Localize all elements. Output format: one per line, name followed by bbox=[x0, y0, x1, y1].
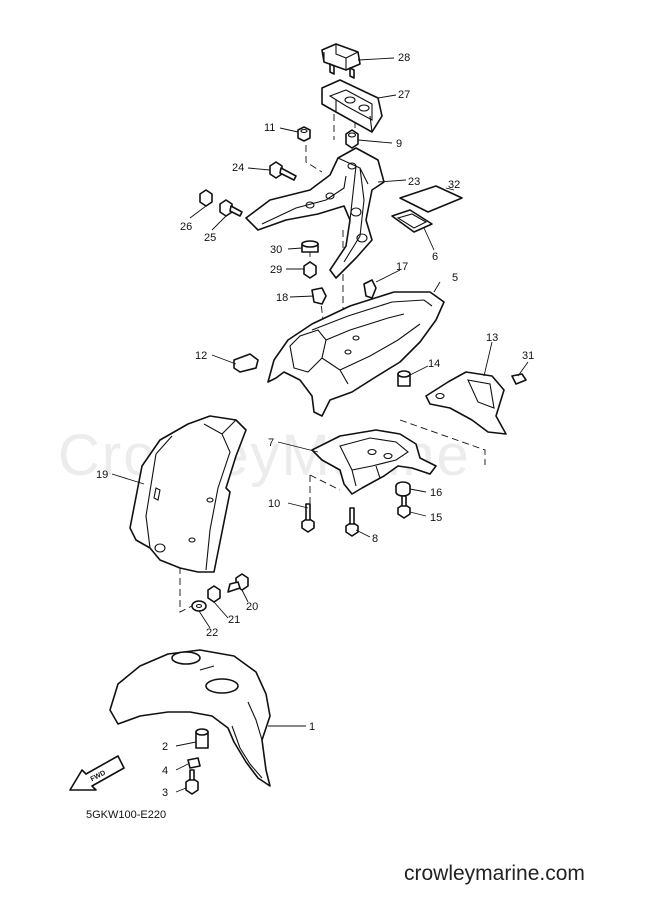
part-25-bolt bbox=[219, 199, 243, 217]
part-28-bracket bbox=[321, 43, 361, 79]
part-2-collar bbox=[195, 728, 209, 749]
callout-21: 21 bbox=[228, 614, 240, 626]
callout-14: 14 bbox=[428, 358, 440, 370]
callout-8: 8 bbox=[372, 533, 378, 545]
part-29-nut bbox=[303, 261, 317, 279]
part-21-nut bbox=[207, 585, 221, 603]
part-20-bolt bbox=[227, 573, 249, 593]
callout-15: 15 bbox=[430, 512, 442, 524]
part-9-nut bbox=[345, 129, 359, 149]
callout-29: 29 bbox=[270, 264, 282, 276]
callout-2: 2 bbox=[162, 741, 168, 753]
part-27-handle-cap bbox=[321, 79, 383, 133]
callout-24: 24 bbox=[232, 162, 244, 174]
part-16-collar bbox=[395, 481, 411, 497]
callout-1: 1 bbox=[309, 721, 315, 733]
part-7-fender-bracket bbox=[311, 429, 437, 495]
callout-9: 9 bbox=[396, 138, 402, 150]
callout-10: 10 bbox=[268, 498, 280, 510]
callout-11: 11 bbox=[264, 122, 275, 134]
part-15-bolt bbox=[397, 495, 411, 519]
callout-3: 3 bbox=[162, 787, 168, 799]
callout-31: 31 bbox=[522, 350, 534, 362]
part-6-label bbox=[391, 209, 433, 233]
fwd-arrow-icon: FWD bbox=[69, 755, 125, 791]
part-19-inner-fender bbox=[129, 415, 247, 573]
part-8-bolt bbox=[345, 507, 359, 537]
callout-23: 23 bbox=[408, 176, 420, 188]
callout-25: 25 bbox=[204, 232, 216, 244]
callout-12: 12 bbox=[195, 350, 207, 362]
part-11-nut bbox=[297, 126, 311, 142]
callout-28: 28 bbox=[398, 52, 410, 64]
callout-26: 26 bbox=[180, 221, 192, 233]
callout-19: 19 bbox=[96, 469, 108, 481]
callout-16: 16 bbox=[430, 487, 442, 499]
callout-27: 27 bbox=[398, 89, 410, 101]
callout-22: 22 bbox=[206, 627, 218, 639]
part-4-clip bbox=[187, 757, 201, 769]
part-30-collar bbox=[301, 240, 319, 253]
part-10-bolt bbox=[301, 503, 315, 533]
footer-site: crowleymarine.com bbox=[404, 862, 585, 885]
part-1-front-fender bbox=[109, 649, 271, 787]
part-18-clip bbox=[311, 287, 327, 305]
callout-5: 5 bbox=[452, 272, 458, 284]
callout-7: 7 bbox=[268, 437, 274, 449]
part-12-grommet bbox=[233, 353, 259, 373]
part-32-decal bbox=[399, 185, 463, 213]
part-23-grab-bracket bbox=[245, 147, 385, 279]
part-3-bolt bbox=[185, 769, 199, 795]
leader-lines bbox=[111, 57, 529, 793]
callout-18: 18 bbox=[276, 292, 288, 304]
callout-20: 20 bbox=[246, 601, 258, 613]
callout-17: 17 bbox=[396, 261, 408, 273]
part-24-bolt bbox=[269, 161, 297, 181]
part-17-clip bbox=[363, 279, 377, 299]
callout-labels: 1 2 3 4 5 6 7 8 9 10 11 12 13 14 15 16 1… bbox=[96, 52, 534, 799]
part-5-rear-fender bbox=[267, 291, 445, 417]
part-26-nut bbox=[199, 189, 213, 207]
callout-4: 4 bbox=[162, 765, 168, 777]
drawing-code: 5GKW100-E220 bbox=[86, 809, 166, 821]
callout-13: 13 bbox=[486, 332, 498, 344]
part-22-washer bbox=[191, 600, 207, 612]
callout-6: 6 bbox=[432, 251, 438, 263]
part-14-damper bbox=[397, 370, 411, 387]
callout-30: 30 bbox=[270, 244, 282, 256]
part-13-cover bbox=[425, 371, 507, 435]
callout-32: 32 bbox=[448, 179, 460, 191]
part-31-clip bbox=[511, 373, 527, 385]
